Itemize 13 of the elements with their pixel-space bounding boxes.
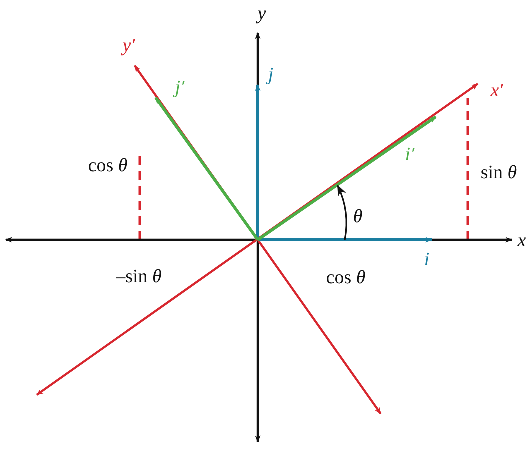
axis-label: i′: [405, 146, 415, 164]
axis-label: j: [268, 66, 274, 84]
axis-label: sin θ: [480, 164, 518, 182]
axis-label: x: [518, 232, 526, 250]
axis-label: x′: [490, 82, 504, 100]
axis-label: y: [258, 4, 266, 24]
axis-label: j′: [175, 78, 185, 98]
axis-label: y′: [122, 36, 136, 56]
axis-label: cos θ: [88, 156, 128, 176]
axis-label: θ: [353, 208, 363, 226]
axis-label: i: [424, 250, 430, 270]
axis-label: –sin θ: [116, 268, 162, 286]
axis-label: cos θ: [326, 268, 366, 288]
